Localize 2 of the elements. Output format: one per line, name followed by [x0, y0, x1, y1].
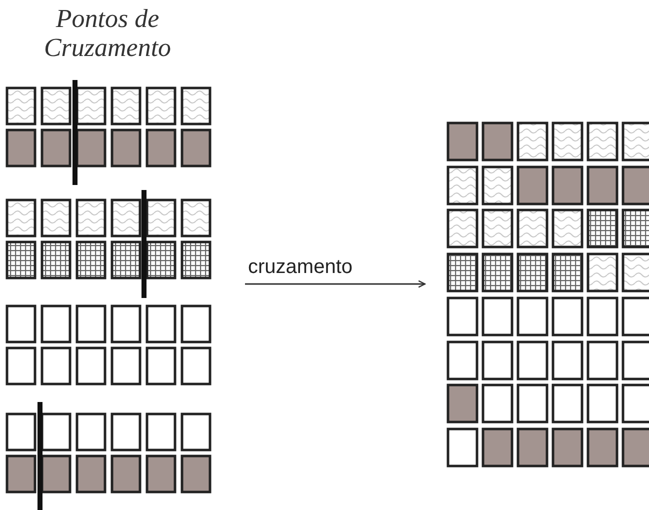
- heading: Pontos de Cruzamento: [42, 4, 172, 62]
- arrow: [245, 280, 426, 288]
